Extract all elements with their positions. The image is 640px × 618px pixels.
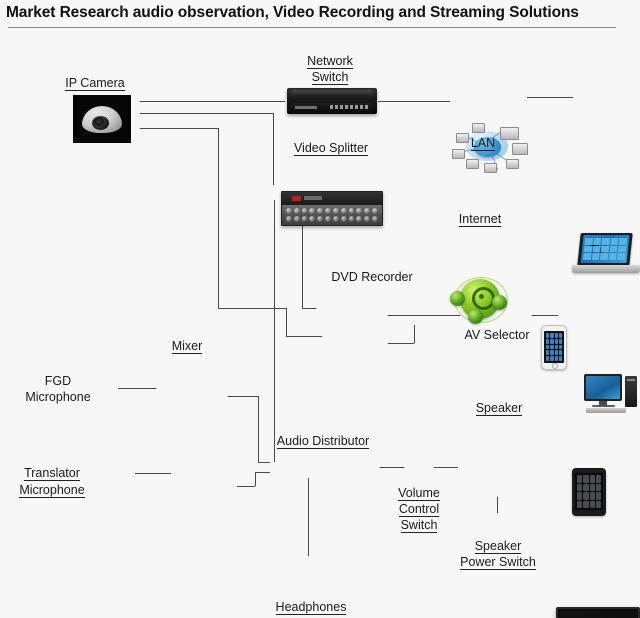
wire-mixer1-v <box>258 396 259 462</box>
label-fgd-microphone-line2: Microphone <box>25 390 91 404</box>
wire-av-tv <box>532 315 558 316</box>
pc-monitor-stand <box>599 401 607 405</box>
lan-node <box>456 133 469 143</box>
laptop-screen-tiles <box>582 238 628 260</box>
label-av-selector: AV Selector <box>464 328 530 342</box>
splitter-bnc-row-1 <box>282 207 382 215</box>
wire-lan-laptop <box>527 97 573 98</box>
lan-node <box>500 127 519 140</box>
wire-adist-volume <box>380 467 404 468</box>
internet-globe-icon[interactable] <box>448 273 514 327</box>
wire-volume-speaker <box>434 467 458 468</box>
label-network-switch-line2: Switch <box>311 70 349 85</box>
wire-dvd-in <box>286 336 322 337</box>
label-volume-control-line3: Switch <box>400 518 438 533</box>
video-splitter-device[interactable] <box>281 191 383 226</box>
wire-transmic-mixer <box>135 473 171 474</box>
label-network-switch-line1: Network <box>307 54 353 69</box>
splitter-power-led <box>292 196 301 201</box>
wire-dvd-av-v <box>414 325 415 343</box>
wire-camera-splitter-h <box>140 113 273 114</box>
wire-mixer1-adist <box>258 462 270 463</box>
lan-node <box>452 149 465 159</box>
wire-fgdmic-mixer <box>118 388 156 389</box>
splitter-brand-mark <box>304 196 322 200</box>
wire-bus-dvd-h <box>218 308 286 309</box>
label-ip-camera: IP Camera <box>65 76 125 91</box>
label-fgd-microphone-line1: FGD <box>44 374 72 388</box>
wire-camera-switch <box>140 101 285 102</box>
splitter-upper-unit <box>282 192 382 205</box>
label-lan: LAN <box>470 136 496 151</box>
wire-camera-splitter-v <box>273 113 274 185</box>
pc-keyboard <box>586 408 626 413</box>
pc-monitor-foot <box>592 405 615 407</box>
wire-camera-bus-v <box>218 128 219 308</box>
smartphone-device[interactable] <box>541 325 567 370</box>
wire-mixer1-h <box>228 396 258 397</box>
label-audio-distributor: Audio Distributor <box>276 434 370 449</box>
label-volume-control-line2: Control <box>398 502 440 517</box>
internet-satellite-node <box>492 295 507 310</box>
label-speaker: Speaker <box>475 401 523 416</box>
tv-device[interactable] <box>556 607 640 618</box>
switch-brand-mark <box>295 105 317 109</box>
wire-splitter-dvd-h <box>302 308 316 309</box>
label-speaker-power-line1: Speaker <box>474 539 522 554</box>
wire-switch-lan <box>378 101 450 102</box>
lan-hub-sphere <box>474 137 501 157</box>
label-speaker-power-line2: Power Switch <box>460 555 536 570</box>
wire-splitter-dvd-v <box>302 200 303 308</box>
lan-node <box>512 143 528 155</box>
splitter-bnc-row-2 <box>282 215 382 223</box>
title-underline <box>8 27 616 28</box>
phone-app-grid <box>546 333 562 361</box>
dome-camera-icon <box>82 105 122 133</box>
network-switch-device[interactable] <box>287 88 377 114</box>
wire-bus-dvd-v <box>286 308 287 336</box>
lan-node <box>472 123 485 133</box>
lan-node <box>506 159 519 169</box>
wire-splitter-audio-v <box>274 200 275 462</box>
desktop-pc-device[interactable] <box>584 374 640 415</box>
wire-adist-headphones <box>308 478 309 556</box>
label-volume-control-line1: Volume <box>398 486 440 501</box>
switch-chassis-top <box>291 90 373 95</box>
pc-monitor <box>584 374 622 401</box>
label-translator-microphone-line1: Translator <box>24 466 80 481</box>
label-internet: Internet <box>458 212 502 227</box>
internet-satellite-node <box>468 309 483 324</box>
tablet-device[interactable] <box>572 468 606 516</box>
wire-dvd-av-h2 <box>388 315 460 316</box>
phone-home-button <box>552 363 558 369</box>
ip-camera-device[interactable] <box>73 95 131 143</box>
page-title: Market Research audio observation, Video… <box>6 4 579 21</box>
wire-camera-bus-h <box>140 128 218 129</box>
label-video-splitter: Video Splitter <box>293 141 369 156</box>
wire-mixer2-adist <box>255 472 270 473</box>
switch-port-row <box>317 105 368 109</box>
label-translator-microphone-line2: Microphone <box>19 483 85 498</box>
tablet-app-grid <box>577 475 601 508</box>
tv-screen <box>556 607 640 618</box>
laptop-keyboard-base <box>572 265 640 273</box>
laptop-device[interactable] <box>572 233 640 274</box>
label-dvd-recorder: DVD Recorder <box>331 270 413 284</box>
label-headphones: Headphones <box>275 600 347 615</box>
wire-speaker-power <box>497 497 498 513</box>
internet-at-symbol <box>472 287 495 310</box>
lan-node <box>466 159 479 169</box>
wire-dvd-av-h1 <box>388 343 414 344</box>
wire-mixer2-h <box>237 486 255 487</box>
internet-satellite-node <box>450 291 465 306</box>
wire-mixer2-v <box>255 472 256 486</box>
switch-front-panel <box>292 103 372 111</box>
lan-node <box>484 163 497 173</box>
phone-screen <box>544 331 564 363</box>
label-mixer: Mixer <box>171 339 203 354</box>
splitter-lower-unit <box>282 205 382 225</box>
pc-tower <box>625 376 637 407</box>
tablet-screen <box>575 473 603 510</box>
lan-cloud-icon[interactable] <box>450 121 528 175</box>
